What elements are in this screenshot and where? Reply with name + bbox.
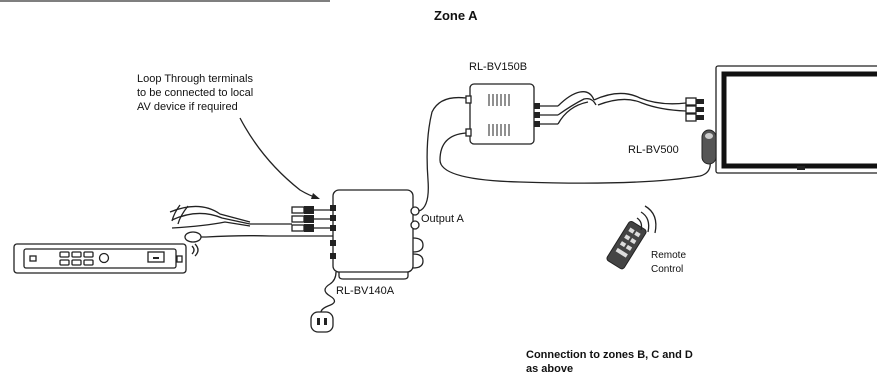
ir-emitter-icon (191, 243, 199, 257)
footer-line2: as above (526, 363, 573, 375)
loop-note-line2: to be connected to local (137, 87, 253, 99)
pointer-arrowhead (311, 193, 320, 199)
rca-source-cable (169, 204, 292, 229)
zone-title: Zone A (434, 8, 478, 23)
loop-note-pointer (239, 117, 319, 199)
loop-note-line1: Loop Through terminals (137, 73, 253, 85)
ir-signal-waves (636, 205, 657, 234)
rca-tv-cable (540, 91, 704, 125)
receiver-label: RL-BV150B (469, 61, 527, 73)
power-plug-icon (310, 311, 334, 333)
loop-note-line3: AV device if required (137, 101, 238, 113)
output-a-label: Output A (421, 213, 464, 225)
hub-input-connectors (291, 206, 334, 232)
footer-line1: Connection to zones B, C and D (526, 349, 693, 361)
dvd-player-icon (13, 243, 187, 274)
ir-receiver-icon (701, 129, 717, 165)
remote-label-line2: Control (651, 264, 683, 275)
ir-emitter-cable (185, 235, 335, 238)
remote-receiver-label: RL-BV500 (628, 144, 679, 156)
tv-display-icon (715, 65, 877, 174)
remote-label-line1: Remote (651, 250, 686, 261)
ir-emitter-bud (184, 231, 202, 243)
hub-label: RL-BV140A (336, 285, 395, 297)
remote-control-icon (606, 220, 647, 270)
rl-bv140a-device-icon (330, 189, 424, 280)
receiver-to-remote-cable (439, 132, 711, 184)
output-a-cable (418, 96, 467, 212)
rl-bv150b-device-icon (465, 83, 540, 145)
